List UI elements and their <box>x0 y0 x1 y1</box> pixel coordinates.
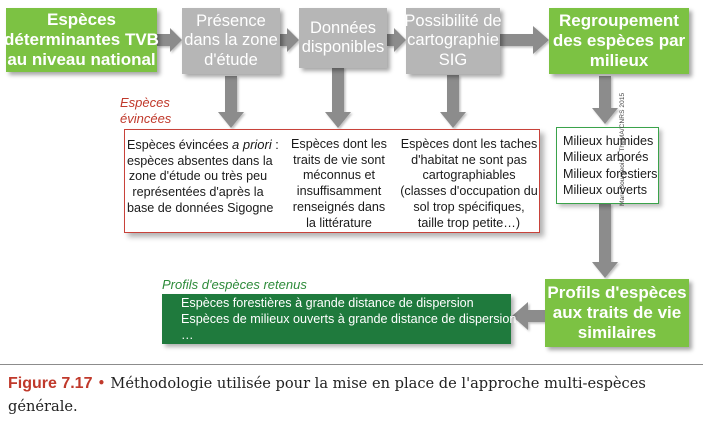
arrow-right-3 <box>387 28 406 52</box>
box-donnees-line2: disponibles <box>301 38 385 56</box>
profil-item-forestieres: Espèces forestières à grande distance de… <box>181 296 474 310</box>
arrow-down-1 <box>218 76 244 128</box>
arrow-right-4 <box>500 26 549 54</box>
milieux-item-forestiers: Milieux forestiers <box>563 166 658 181</box>
box-sig-line1: Possibilité de <box>404 12 502 31</box>
evincees-col2-line5: renseignés dans <box>292 199 386 214</box>
box-profils-especes: Profils d'espèces aux traits de vie simi… <box>545 279 689 347</box>
caption-text: Méthodologie utilisée pour la mise en pl… <box>8 375 646 415</box>
milieux-item-arbores: Milieux arborés <box>563 150 649 165</box>
box-donnees: Données disponibles <box>299 8 387 68</box>
box-donnees-line1: Données <box>309 18 377 37</box>
arrow-left-1 <box>512 302 545 330</box>
box-presence-line1: Présence <box>196 12 266 31</box>
evincees-label-line1: Espèces <box>120 95 170 110</box>
box-presence: Présence dans la zone d'étude <box>182 8 280 74</box>
box-especes-tvb-line3: au niveau national <box>7 49 156 69</box>
box-sig-line2: cartographie <box>407 31 499 50</box>
evincees-col3-line6: taille trop petite…) <box>417 215 521 230</box>
milieux-box: Milieux humides Milieux arborés Milieux … <box>556 127 659 204</box>
evincees-col3-line4: (classes d'occupation du <box>400 184 538 199</box>
box-profils-especes-line1: Profils d'espèces <box>547 283 687 303</box>
box-profils-especes-line3: similaires <box>577 322 657 342</box>
arrow-right-2 <box>280 28 299 52</box>
evincees-col2-line4: insuffisamment <box>296 184 382 199</box>
box-especes-tvb-line1: Espèces <box>47 10 116 30</box>
box-sig: Possibilité de cartographie SIG <box>404 8 502 74</box>
milieux-item-humides: Milieux humides <box>563 134 654 148</box>
caption-bullet: • <box>97 375 106 392</box>
evincees-col3-line5: sol trop spécifiques, <box>413 199 525 214</box>
box-presence-line2: dans la zone <box>184 31 278 50</box>
evincees-col1-line4: représentées d'après la <box>132 185 264 200</box>
box-especes-tvb: Espèces déterminantes TVB au niveau nati… <box>4 8 159 72</box>
evincees-col2-line2: traits de vie sont <box>293 152 385 167</box>
evincees-col2-line6: la littérature <box>306 215 372 230</box>
profils-box: Espèces forestières à grande distance de… <box>162 294 517 344</box>
arrow-down-2 <box>325 67 351 128</box>
evincees-col3-line2: d'habitat ne sont pas <box>411 152 527 167</box>
evincees-box: Espèces évincées a priori : espèces abse… <box>124 129 540 233</box>
arrow-down-3 <box>440 75 466 128</box>
evincees-col1-line3: zone d'étude ou très peu <box>128 169 268 184</box>
a-priori-text: a priori <box>232 137 272 152</box>
evincees-col2-line1: Espèces dont les <box>291 137 387 151</box>
evincees-col1-line5: base de données Sigogne <box>127 200 274 215</box>
box-regroupement-line1: Regroupement <box>559 11 679 31</box>
evincees-col2: Espèces dont les traits de vie sont méco… <box>275 137 403 231</box>
box-regroupement-line2: des espèces par <box>552 31 686 51</box>
caption-label: Figure 7.17 <box>8 375 93 392</box>
evincees-col2-line3: méconnus et <box>302 168 376 183</box>
evincees-col3-line3: cartographiables <box>422 168 516 183</box>
milieux-item-ouverts: Milieux ouverts <box>563 183 647 198</box>
flow-arrows <box>157 26 618 330</box>
profils-label: Profils d'espèces retenus <box>162 277 307 292</box>
arrow-down-4 <box>592 76 618 124</box>
box-sig-line3: SIG <box>438 50 468 69</box>
evincees-col1-line1: Espèces évincées a priori : <box>127 137 279 152</box>
evincees-col3: Espèces dont les taches d'habitat ne son… <box>399 137 539 231</box>
box-regroupement-line3: milieux <box>589 50 649 70</box>
evincees-col3-line1: Espèces dont les taches <box>400 137 538 151</box>
caption-divider <box>0 364 703 365</box>
evincees-col1: Espèces évincées a priori : espèces abse… <box>127 137 279 217</box>
profil-item-ellipsis: … <box>181 327 194 342</box>
box-profils-especes-line2: aux traits de vie <box>552 303 682 323</box>
arrow-down-5 <box>592 204 618 278</box>
profil-item-ouverts: Espèces de milieux ouverts à grande dist… <box>181 311 517 326</box>
arrow-right-1 <box>157 28 182 52</box>
box-presence-line3: d'étude <box>204 50 258 69</box>
evincees-label-line2: évincées <box>120 110 172 126</box>
credit-text: Marc Bourgeois – TheMA/CNRS 2015 <box>619 92 626 206</box>
box-especes-tvb-line2: déterminantes TVB <box>4 30 159 50</box>
figure-caption: Figure 7.17 • Méthodologie utilisée pour… <box>8 372 698 418</box>
evincees-label: Espèces évincées <box>120 95 171 126</box>
evincees-col1-line2: espèces absentes dans la <box>127 153 273 168</box>
box-regroupement: Regroupement des espèces par milieux <box>549 8 689 74</box>
